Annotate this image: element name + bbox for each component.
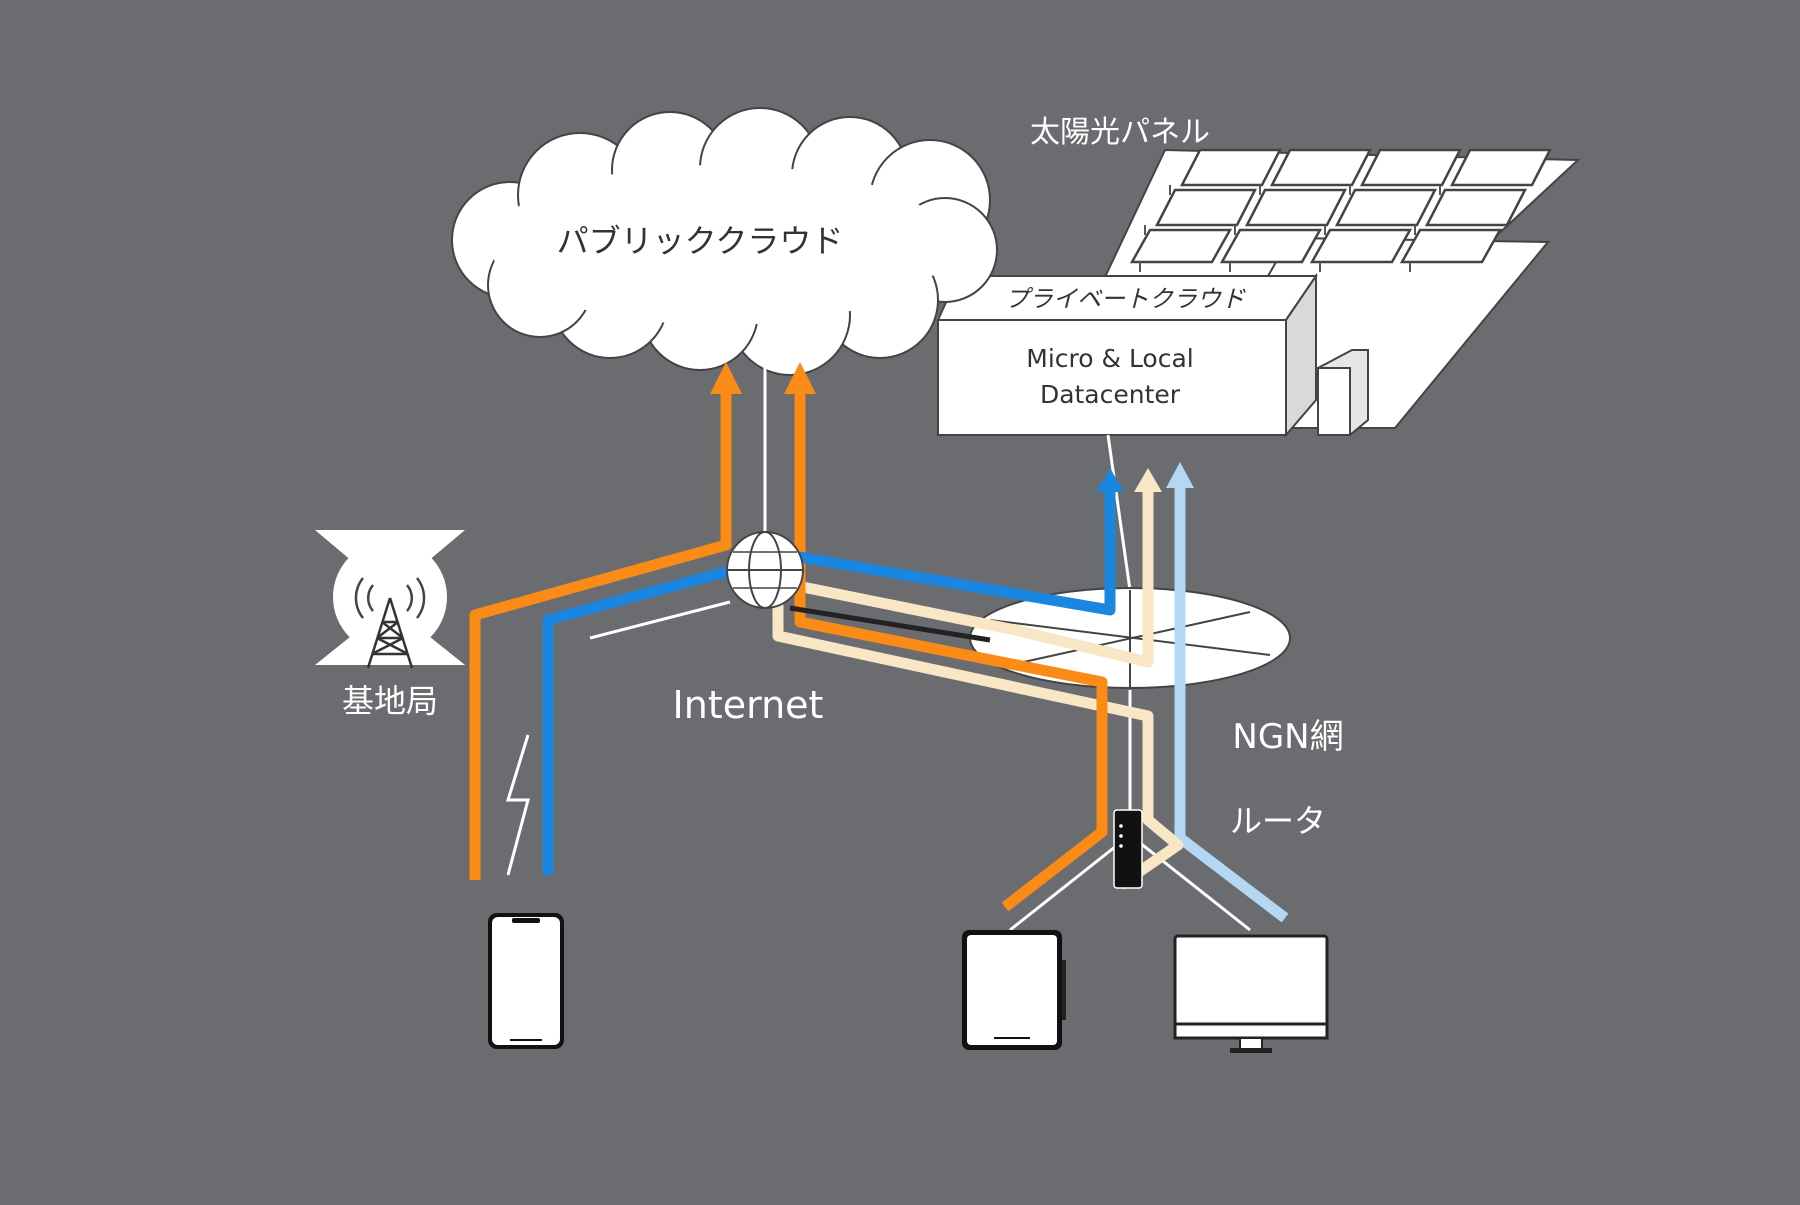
internet-globe-icon xyxy=(726,531,804,609)
internet-label: Internet xyxy=(673,683,824,727)
router-icon xyxy=(1113,809,1143,889)
utility-box xyxy=(1317,349,1369,436)
tablet-icon xyxy=(962,930,1066,1050)
lightning-wireless-icon xyxy=(505,734,530,876)
cream-arrowhead xyxy=(1134,468,1162,492)
blue-path xyxy=(542,488,1116,875)
private-cloud-label: プライベートクラウド xyxy=(1005,285,1246,313)
base-station-label: 基地局 xyxy=(342,682,438,720)
orange-arrowhead-left xyxy=(710,362,742,394)
blue-arrowhead xyxy=(1096,468,1124,492)
datacenter-label-line1: Micro & Local xyxy=(1026,344,1193,373)
smartphone-icon xyxy=(488,913,564,1049)
orange-path-left xyxy=(469,392,732,880)
solar-panel-label: 太陽光パネル xyxy=(1030,115,1210,150)
ngn-network-icon xyxy=(969,587,1291,689)
orange-arrowhead-right xyxy=(784,362,816,394)
thin-connections xyxy=(589,340,1251,932)
lightblue-arrowhead xyxy=(1166,462,1194,488)
datacenter-building-icon xyxy=(936,272,1318,438)
cream-path xyxy=(772,488,1184,890)
cell-tower-icon xyxy=(315,530,465,669)
datacenter-label-line2: Datacenter xyxy=(1040,380,1181,409)
tunnel-line xyxy=(789,605,991,643)
monitor-icon xyxy=(1173,934,1329,1053)
router-label: ルータ xyxy=(1230,802,1326,840)
public-cloud-label: パブリッククラウド xyxy=(557,222,844,260)
ngn-label: NGN網 xyxy=(1232,717,1343,757)
lightblue-path xyxy=(1174,478,1289,923)
orange-path-right xyxy=(794,392,1108,912)
